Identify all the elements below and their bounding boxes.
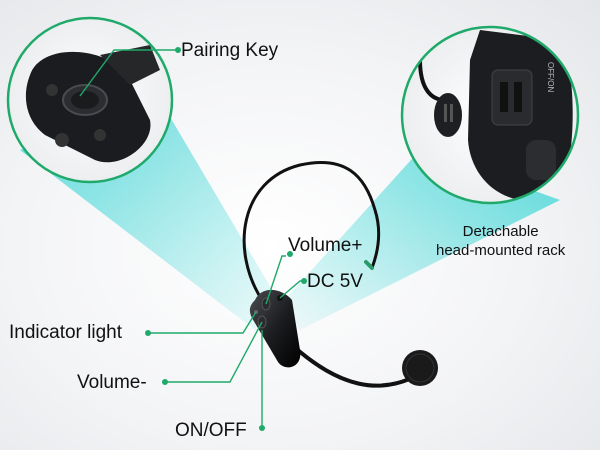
device-switch-text: OFF/ON <box>546 62 555 92</box>
indicator-light-label: Indicator light <box>9 322 123 343</box>
headband-tip <box>364 260 374 270</box>
volume-plus-leader <box>265 255 286 305</box>
volume-minus-label: Volume- <box>77 372 147 393</box>
headband <box>242 160 381 301</box>
leader-dots <box>145 47 307 431</box>
volume-minus-leader <box>165 321 263 383</box>
pairing-key-label: Pairing Key <box>181 40 279 61</box>
leader-lines <box>79 49 304 426</box>
mic-windscreen <box>402 350 438 386</box>
pairing-key-inset <box>6 16 174 184</box>
rack-label: Detachable head-mounted rack <box>436 223 565 261</box>
pairing-key-leader <box>79 49 178 97</box>
volume-plus-label: Volume+ <box>288 235 363 256</box>
rack-inset: OFF/ON <box>400 25 580 205</box>
rack-label-line2: head-mounted rack <box>436 241 566 259</box>
rack-label-line1: Detachable <box>462 223 539 240</box>
indicator-light-leader <box>148 311 257 334</box>
rack-clip <box>434 93 462 137</box>
mic-boom <box>290 343 419 388</box>
on-off-label: ON/OFF <box>175 420 247 441</box>
dc-5v-label: DC 5V <box>307 271 363 292</box>
